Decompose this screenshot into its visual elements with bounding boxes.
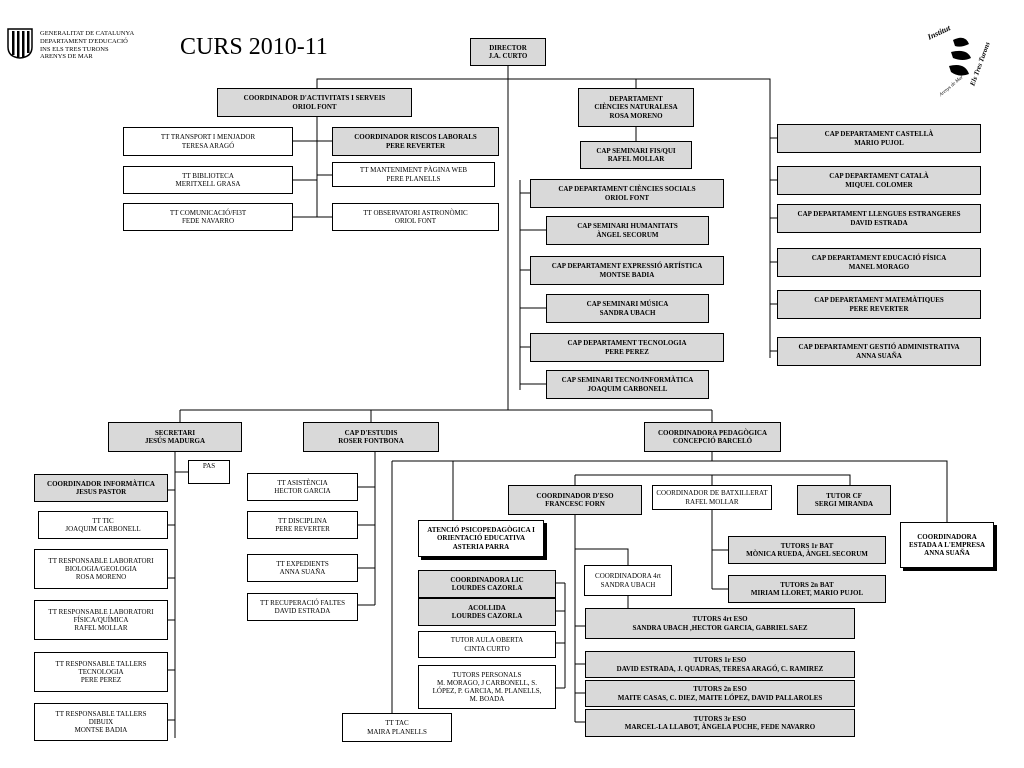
- generalitat-logo-icon: [6, 27, 34, 59]
- tt-disciplina-box: TT DISCIPLINA PERE REVERTER: [247, 511, 358, 539]
- tutors-1eso-box: TUTORS 1r ESO DAVID ESTRADA, J. QUADRAS,…: [585, 651, 855, 678]
- director-box: DIRECTOR J.A. CURTO: [470, 38, 546, 66]
- tt-lab-bio-box: TT RESPONSABLE LABORATORI BIOLOGIA/GEOLO…: [34, 549, 168, 589]
- tutors-4eso-box: TUTORS 4rt ESO SANDRA UBACH ,HECTOR GARC…: [585, 608, 855, 639]
- tt-tallers-tec-box: TT RESPONSABLE TALLERS TECNOLOGIA PERE P…: [34, 652, 168, 692]
- dep-educacio-fisica-box: CAP DEPARTAMENT EDUCACIÓ FÍSICA MANEL MO…: [777, 248, 981, 277]
- dep-expressio-box: CAP DEPARTAMENT EXPRESSIÓ ARTÍSTICA MONT…: [530, 256, 724, 285]
- institut-logo-icon: Institut Els Tres Turons Arenys de Mar: [925, 22, 995, 102]
- tutors-2bat-box: TUTORS 2n BAT MIRIAM LLORET, MARIO PUJOL: [728, 575, 886, 603]
- dep-gestio-box: CAP DEPARTAMENT GESTIÓ ADMINISTRATIVA AN…: [777, 337, 981, 366]
- tt-lab-fis-box: TT RESPONSABLE LABORATORI FÍSICA/QUÍMICA…: [34, 600, 168, 640]
- tt-comunicacio-box: TT COMUNICACIÓ/FI3T FEDE NAVARRO: [123, 203, 293, 231]
- cap-estudis-box: CAP D'ESTUDIS ROSER FONTBONA: [303, 422, 439, 452]
- tt-tic-box: TT TIC JOAQUIM CARBONELL: [38, 511, 168, 539]
- coord-riscos-box: COORDINADOR RISCOS LABORALS PERE REVERTE…: [332, 127, 499, 156]
- dep-matematiques-box: CAP DEPARTAMENT MATEMÀTIQUES PERE REVERT…: [777, 290, 981, 319]
- sem-fisqui-box: CAP SEMINARI FIS/QUI RAFEL MOLLAR: [580, 141, 692, 169]
- tt-tac-box: TT TAC MAIRA PLANELLS: [342, 713, 452, 742]
- atencio-psicopedagogica-box: ATENCIÓ PSICOPEDAGÒGICA I ORIENTACIÓ EDU…: [418, 520, 544, 557]
- organization-header: GENERALITAT DE CATALUNYA DEPARTAMENT D'E…: [40, 30, 135, 61]
- coord-lic-box: COORDINADORA LIC LOURDES CAZORLA: [418, 570, 556, 598]
- sem-tecno-box: CAP SEMINARI TECNO/INFORMÀTICA JOAQUIM C…: [546, 370, 709, 399]
- coord-activitats-box: COORDINADOR D'ACTIVITATS I SERVEIS ORIOL…: [217, 88, 412, 117]
- page-title: CURS 2010-11: [180, 34, 328, 60]
- secretari-box: SECRETARI JESÚS MADURGA: [108, 422, 242, 452]
- sem-musica-box: CAP SEMINARI MÚSICA SANDRA UBACH: [546, 294, 709, 323]
- tutors-personals-box: TUTORS PERSONALS M. MORAGO, J CARBONELL,…: [418, 665, 556, 709]
- tt-biblioteca-box: TT BIBLIOTECA MERITXELL GRASA: [123, 166, 293, 194]
- dep-catala-box: CAP DEPARTAMENT CATALÀ MIQUEL COLOMER: [777, 166, 981, 195]
- tt-transport-box: TT TRANSPORT I MENJADOR TERESA ARAGÓ: [123, 127, 293, 156]
- tt-observatori-box: TT OBSERVATORI ASTRONÒMIC ORIOL FONT: [332, 203, 499, 231]
- tt-recuperacio-box: TT RECUPERACIÓ FALTES DAVID ESTRADA: [247, 593, 358, 621]
- tutor-cf-box: TUTOR CF SERGI MIRANDA: [797, 485, 891, 515]
- coord-pedagogica-box: COORDINADORA PEDAGÒGICA CONCEPCIÓ BARCEL…: [644, 422, 781, 452]
- tutor-aula-oberta-box: TUTOR AULA OBERTA CINTA CURTO: [418, 631, 556, 658]
- coord-4eso-box: COORDINADORA 4rt SANDRA UBACH: [584, 565, 672, 596]
- dep-tecnologia-box: CAP DEPARTAMENT TECNOLOGIA PERE PEREZ: [530, 333, 724, 362]
- tt-tallers-dib-box: TT RESPONSABLE TALLERS DIBUIX MONTSE BAD…: [34, 703, 168, 741]
- tutors-3eso-box: TUTORS 3r ESO MARCEL-LA LLABOT, ÀNGELA P…: [585, 709, 855, 737]
- tt-assistencia-box: TT ASISTÈNCIA HECTOR GARCIA: [247, 473, 358, 501]
- acollida-box: ACOLLIDA LOURDES CAZORLA: [418, 598, 556, 626]
- dep-ciencies-naturals-box: DEPARTAMENT CIÈNCIES NATURALESA ROSA MOR…: [578, 88, 694, 127]
- tutors-1bat-box: TUTORS 1r BAT MÒNICA RUEDA, ÀNGEL SECORU…: [728, 536, 886, 564]
- tt-expedients-box: TT EXPEDIENTS ANNA SUAÑA: [247, 554, 358, 582]
- tt-manteniment-box: TT MANTENIMENT PÀGINA WEB PERE PLANELLS: [332, 162, 495, 187]
- coord-estada-empresa-box: COORDINADORA ESTADA A L'EMPRESA ANNA SUA…: [900, 522, 994, 568]
- coord-informatica-box: COORDINADOR INFORMÀTICA JESUS PASTOR: [34, 474, 168, 502]
- dep-castella-box: CAP DEPARTAMENT CASTELLÀ MARIO PUJOL: [777, 124, 981, 153]
- dep-ciencies-socials-box: CAP DEPARTAMENT CIÈNCIES SOCIALS ORIOL F…: [530, 179, 724, 208]
- coord-batxillerat-box: COORDINADOR DE BATXILLERAT RAFEL MOLLAR: [652, 485, 772, 510]
- dep-llengues-box: CAP DEPARTAMENT LLENGUES ESTRANGERES DAV…: [777, 204, 981, 233]
- tutors-2eso-box: TUTORS 2n ESO MAITE CASAS, C. DIEZ, MAIT…: [585, 680, 855, 707]
- pas-box: PAS: [188, 460, 230, 484]
- coord-eso-box: COORDINADOR D'ESO FRANCESC FORN: [508, 485, 642, 515]
- sem-humanitats-box: CAP SEMINARI HUMANITATS ÀNGEL SECORUM: [546, 216, 709, 245]
